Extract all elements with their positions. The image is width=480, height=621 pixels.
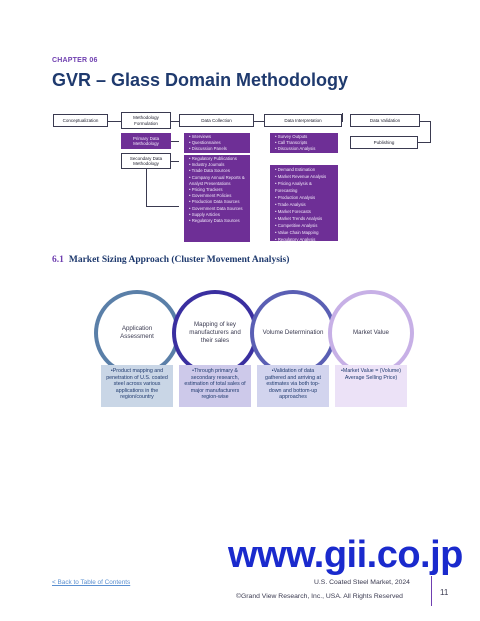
flow-connector [146, 169, 147, 207]
stage-data-interpretation: Data Interpretation [264, 114, 342, 127]
list-item: Discussion Panels [189, 146, 245, 152]
step-circle: Volume Determination [250, 290, 336, 376]
list-item: Value Chain Mapping [275, 229, 333, 236]
section-number: 6.1 [52, 255, 64, 265]
list-item: Market Revenue Analysis [275, 173, 333, 180]
list-item: Company Annual Reports & Analyst Present… [189, 175, 245, 187]
watermark: www.gii.co.jp [228, 534, 463, 576]
list-item: Survey Outputs [275, 134, 333, 140]
step-description: Market Value = (Volume) Average Selling … [335, 365, 407, 407]
list-item: Competitive Analysis [275, 222, 333, 229]
step-description: Through primary & secondary research, es… [179, 365, 251, 407]
list-item: Trade Data Sources [189, 168, 245, 174]
step-label: Market Value [332, 294, 410, 372]
page-title: GVR – Glass Domain Methodology [52, 70, 349, 90]
step-circle: Market Value [328, 290, 414, 376]
list-item: Regulatory Data Sources [189, 218, 245, 224]
flow-connector [418, 142, 431, 143]
flow-connector [430, 121, 431, 143]
secondary-data-methodology: Secondary Data Methodology [121, 153, 171, 169]
market-sizing-diagram: Application Assessment Mapping of key ma… [0, 280, 480, 410]
flow-connector [171, 161, 179, 162]
list-item: Trade Analysis [275, 201, 333, 208]
stage-data-validation: Data Validation [350, 114, 420, 127]
flow-connector [420, 121, 431, 122]
list-item: Call Transcripts [275, 140, 333, 146]
chapter-label: CHAPTER 06 [52, 57, 98, 64]
step-description: Product mapping and penetration of U.S. … [101, 365, 173, 407]
report-name: U.S. Coated Steel Market, 2024 [314, 579, 410, 586]
interpretation-analysis-list: Demand Estimation Market Revenue Analysi… [270, 165, 338, 243]
step-label: Mapping of key manufacturers and their s… [176, 294, 254, 372]
list-item: Regulatory Publications [189, 156, 245, 162]
footer-divider [431, 576, 432, 606]
list-item: Production Data Sources [189, 199, 245, 205]
list-item: Questionnaires [189, 140, 245, 146]
list-item: Government Data Sources [189, 206, 245, 212]
stage-data-collection: Data Collection [179, 114, 254, 127]
publishing-box: Publishing [350, 136, 418, 149]
list-item: Regulatory Analysis [275, 236, 333, 243]
primary-data-methodology: Primary Data Methodology [121, 133, 171, 149]
methodology-flow-diagram: Conceptualization Methodology Formulatio… [0, 0, 480, 250]
step-description: Validation of data gathered and arriving… [257, 365, 329, 407]
list-item: Market Trends Analysis [275, 215, 333, 222]
data-collection-secondary-sources: Regulatory Publications Industry Journal… [184, 155, 250, 242]
back-to-contents-link[interactable]: < Back to Table of Contents [52, 579, 131, 586]
list-item: Demand Estimation [275, 166, 333, 173]
step-label: Application Assessment [98, 294, 176, 372]
list-item: Production Analysis [275, 194, 333, 201]
step-circle: Mapping of key manufacturers and their s… [172, 290, 258, 376]
page-number: 11 [440, 588, 449, 597]
flow-connector [342, 113, 343, 122]
list-item: Market Forecasts [275, 208, 333, 215]
list-item: Interviews [189, 134, 245, 140]
section-heading: 6.1 Market Sizing Approach (Cluster Movem… [52, 255, 289, 265]
list-item: Supply Articles [189, 212, 245, 218]
stage-methodology-formulation: Methodology Formulation [121, 112, 171, 129]
list-item: Discussion Analysis [275, 146, 333, 152]
list-item: Pricing Trackers [189, 187, 245, 193]
copyright: ©Grand View Research, Inc., USA. All Rig… [236, 593, 403, 600]
data-collection-primary-sources: Interviews Questionnaires Discussion Pan… [184, 133, 250, 153]
flow-connector [146, 206, 179, 207]
interpretation-primary-outputs: Survey Outputs Call Transcripts Discussi… [270, 133, 338, 153]
flow-connector [171, 141, 179, 142]
section-title: Market Sizing Approach (Cluster Movement… [68, 255, 290, 265]
step-label: Volume Determination [254, 294, 332, 372]
stage-conceptualization: Conceptualization [53, 114, 108, 127]
list-item: Industry Journals [189, 162, 245, 168]
list-item: Government Policies [189, 193, 245, 199]
step-circle: Application Assessment [94, 290, 180, 376]
list-item: Pricing Analysis & Forecasting [275, 180, 333, 194]
